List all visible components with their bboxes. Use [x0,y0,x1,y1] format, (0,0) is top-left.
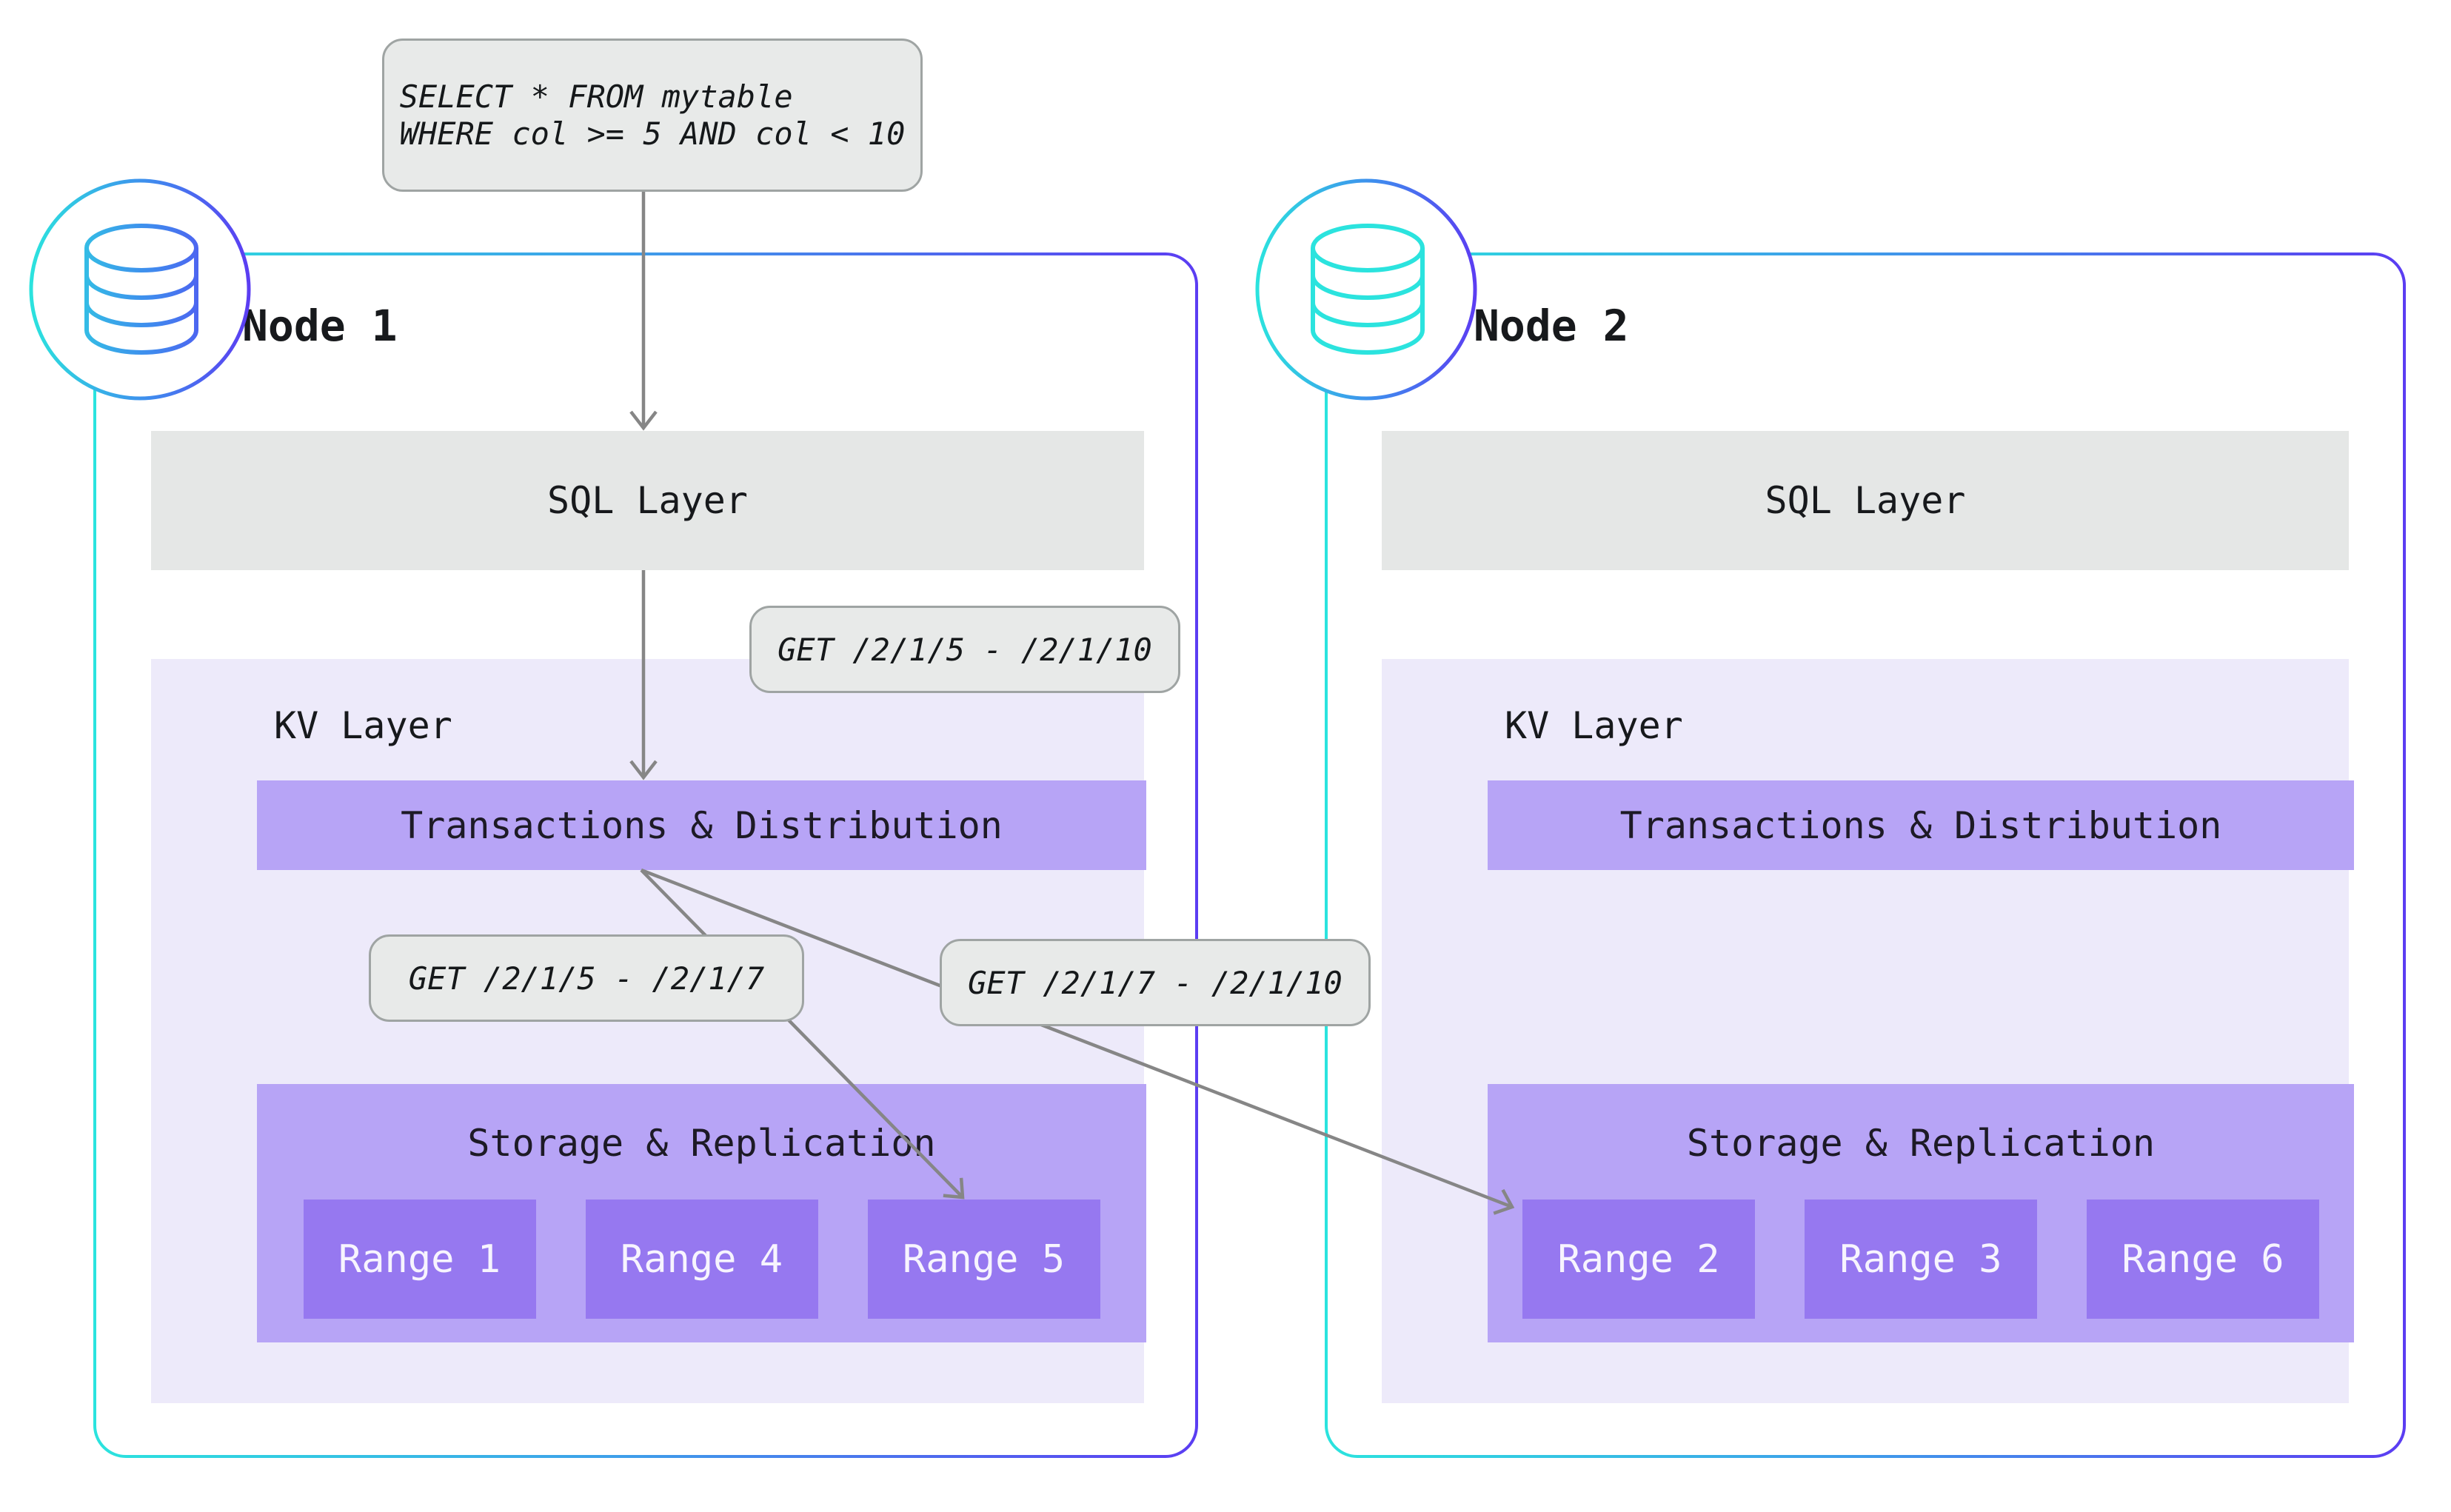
node-2-transactions-distribution: Transactions & Distribution [1488,780,2354,870]
sql-query-bubble: SELECT * FROM mytable WHERE col >= 5 AND… [382,39,923,192]
range-box: Range 2 [1522,1200,1755,1319]
node-1-kv-layer: KV Layer Transactions & Distribution Sto… [151,659,1146,1403]
sql-layer-label: SQL Layer [1765,479,1966,522]
node-1-container: Node 1 SQL Layer KV Layer Transactions &… [95,254,1197,1458]
storage-label: Storage & Replication [467,1122,936,1165]
database-icon [29,178,251,401]
node-1-title: Node 1 [242,301,398,351]
get-request-text: GET /2/1/7 - /2/1/10 [968,964,1342,1001]
sql-layer-label: SQL Layer [547,479,748,522]
node-2-title: Node 2 [1474,301,1629,351]
node-1-storage-replication: Storage & Replication Range 1 Range 4 Ra… [257,1084,1146,1342]
get-request-text: GET /2/1/5 - /2/1/10 [778,631,1152,668]
node-2-storage-replication: Storage & Replication Range 2 Range 3 Ra… [1488,1084,2354,1342]
kv-layer-label: KV Layer [274,704,452,747]
get-request-text: GET /2/1/5 - /2/1/7 [408,960,765,997]
arrowhead-query-to-sql [629,410,658,431]
node-2-kv-layer: KV Layer Transactions & Distribution Sto… [1382,659,2354,1403]
node-2-sql-layer: SQL Layer [1382,431,2349,570]
sql-query-line-2: WHERE col >= 5 AND col < 10 [399,115,906,152]
node-1-ranges: Range 1 Range 4 Range 5 [257,1200,1146,1319]
database-icon [1255,178,1477,401]
node-1-sql-layer: SQL Layer [151,431,1144,570]
kv-layer-label: KV Layer [1505,704,1683,747]
arrowhead-sql-to-transactions [629,760,658,780]
get-request-bubble-remote-range: GET /2/1/7 - /2/1/10 [940,939,1371,1026]
node-2-container: Node 2 SQL Layer KV Layer Transactions &… [1326,254,2404,1458]
arrowhead-transactions-to-range2 [1493,1188,1515,1215]
arrowhead-transactions-to-range5 [943,1177,965,1200]
transactions-label: Transactions & Distribution [1619,803,2222,847]
get-request-bubble-sql-to-kv: GET /2/1/5 - /2/1/10 [749,606,1180,693]
range-box: Range 6 [2087,1200,2319,1319]
range-box: Range 1 [303,1200,536,1319]
transactions-label: Transactions & Distribution [401,803,1003,847]
node-2-ranges: Range 2 Range 3 Range 6 [1488,1200,2354,1319]
node-1-transactions-distribution: Transactions & Distribution [257,780,1146,870]
arrow-transactions-to-range5 [640,869,964,1199]
get-request-bubble-local-range: GET /2/1/5 - /2/1/7 [369,934,804,1022]
arrow-transactions-to-range2 [641,868,1513,1209]
node-2-border [1325,252,2406,1458]
range-box: Range 4 [585,1200,818,1319]
node-1-border [93,252,1198,1458]
storage-label: Storage & Replication [1686,1122,2156,1165]
range-box: Range 3 [1805,1200,2037,1319]
sql-query-line-1: SELECT * FROM mytable [399,78,793,115]
range-box: Range 5 [867,1200,1100,1319]
